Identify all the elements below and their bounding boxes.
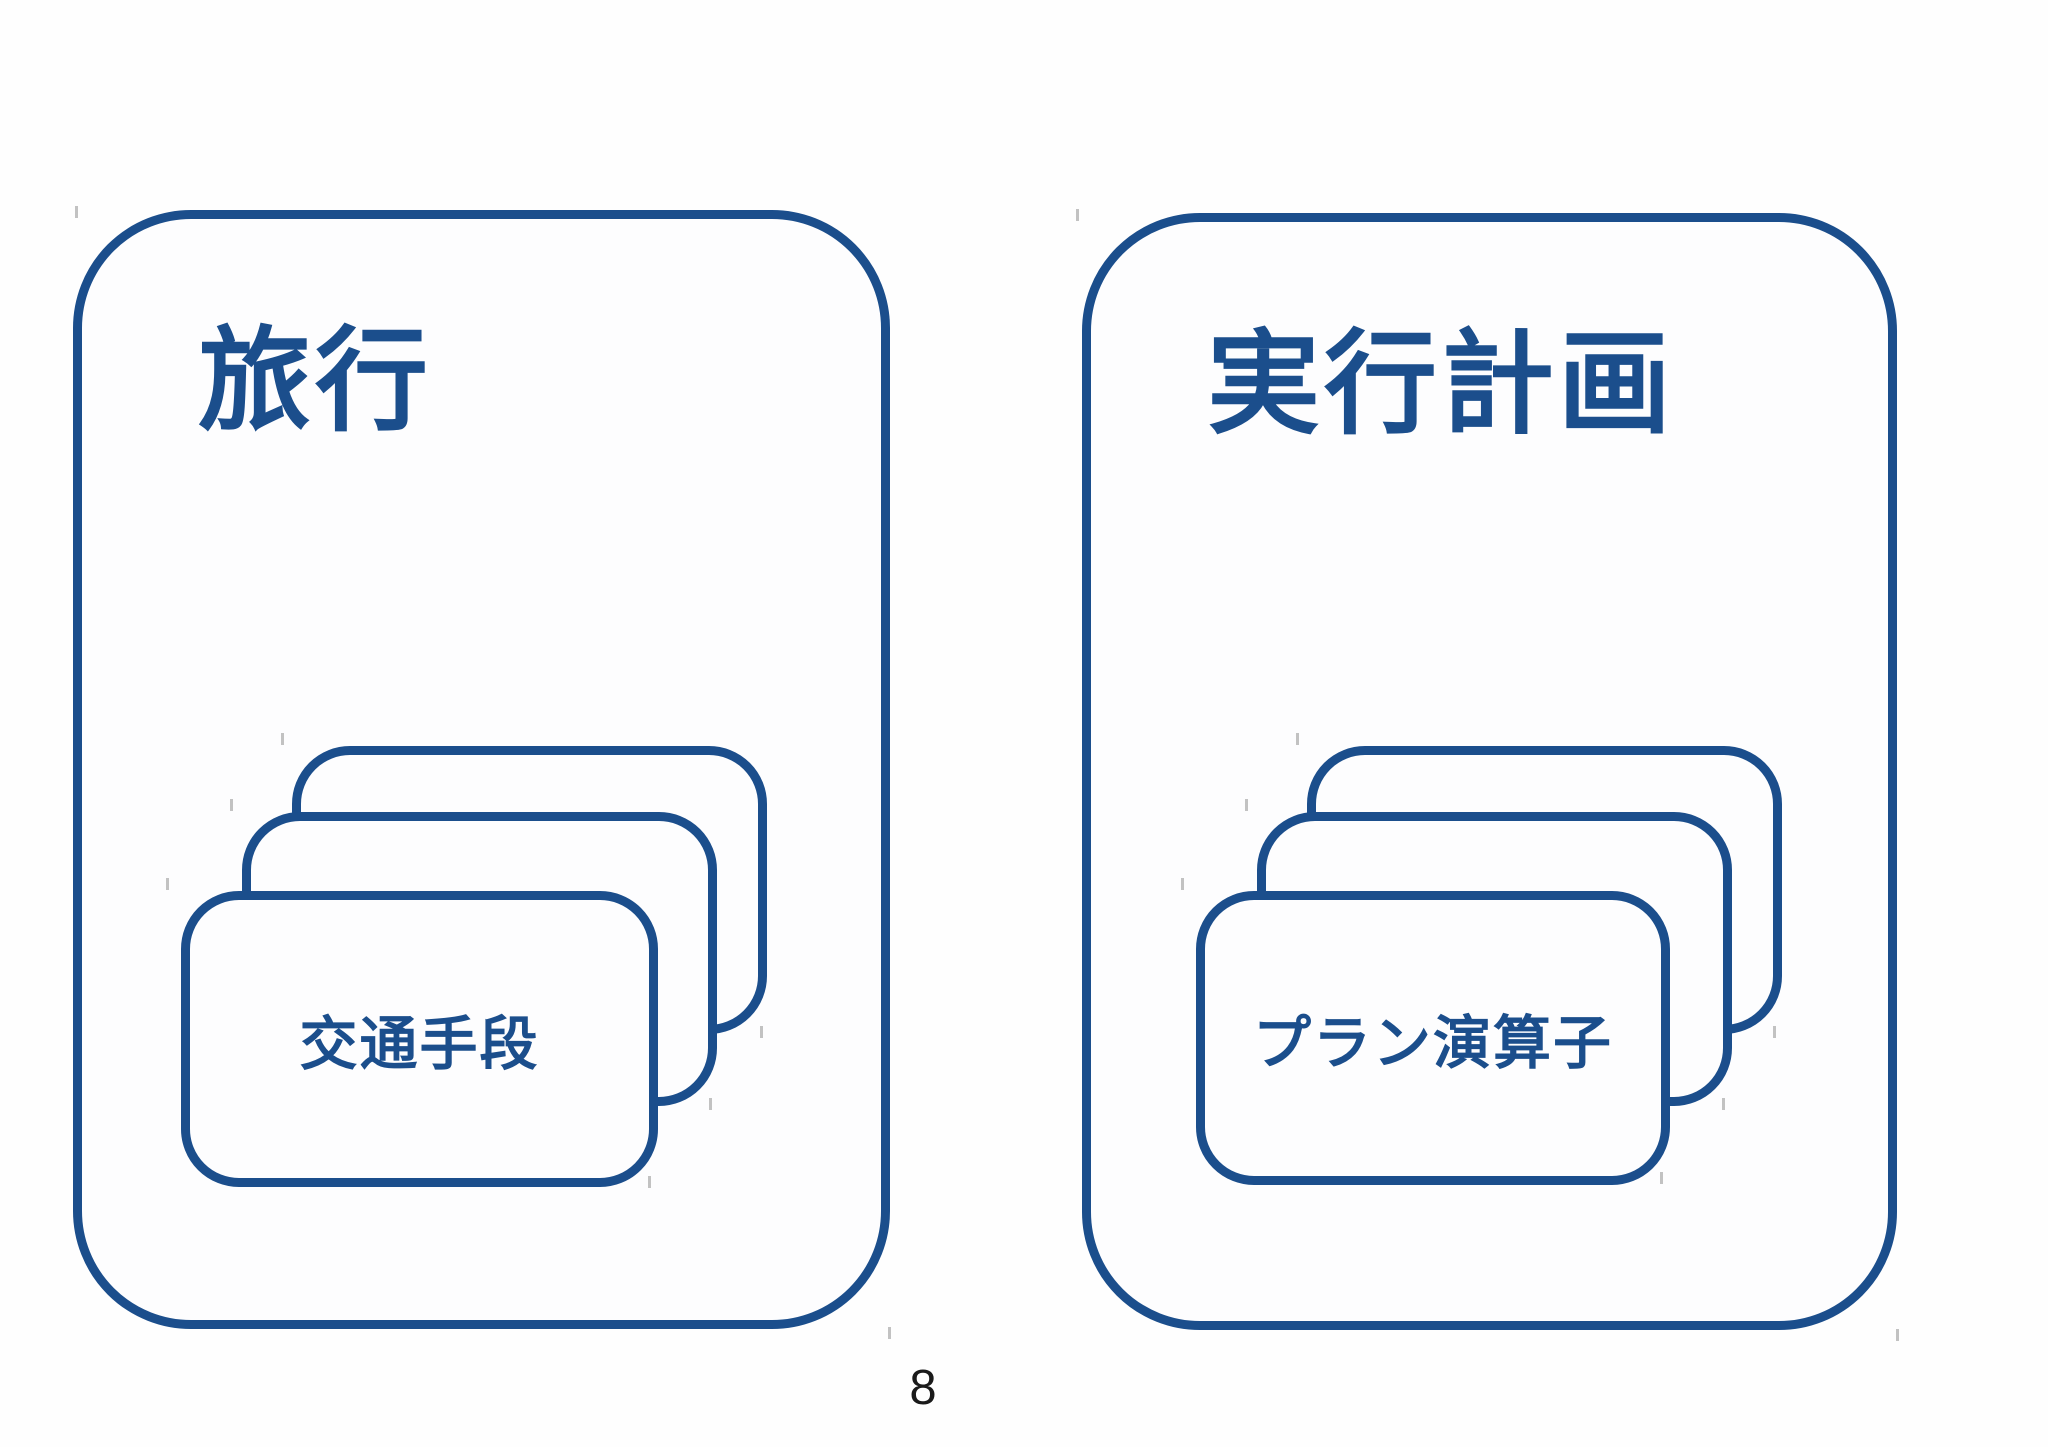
plan-stack-card-front: プラン演算子 — [1196, 891, 1670, 1185]
travel-stack-front-label: 交通手段 — [299, 1012, 540, 1077]
travel-stack-card-front: 交通手段 — [181, 891, 658, 1187]
artifact-tick — [1181, 878, 1184, 890]
artifact-tick — [281, 733, 284, 745]
plan-stack-front-label: プラン演算子 — [1252, 1011, 1613, 1076]
artifact-tick — [1773, 1026, 1776, 1038]
artifact-tick — [1896, 1329, 1899, 1341]
panel-execution-plan: 実行計画 プラン演算子 — [1082, 213, 1897, 1330]
panel-travel-title: 旅行 — [198, 318, 432, 444]
artifact-tick — [1722, 1098, 1725, 1110]
artifact-tick — [760, 1026, 763, 1038]
artifact-tick — [1296, 733, 1299, 745]
artifact-tick — [1076, 209, 1079, 221]
panel-travel: 旅行 交通手段 — [73, 210, 890, 1329]
artifact-tick — [1245, 799, 1248, 811]
artifact-tick — [709, 1098, 712, 1110]
artifact-tick — [1660, 1172, 1663, 1184]
panel-execution-plan-title: 実行計画 — [1207, 321, 1675, 447]
artifact-tick — [648, 1176, 651, 1188]
artifact-tick — [75, 206, 78, 218]
artifact-tick — [888, 1327, 891, 1339]
artifact-tick — [166, 878, 169, 890]
page-number: 8 — [909, 1361, 937, 1415]
artifact-tick — [230, 799, 233, 811]
